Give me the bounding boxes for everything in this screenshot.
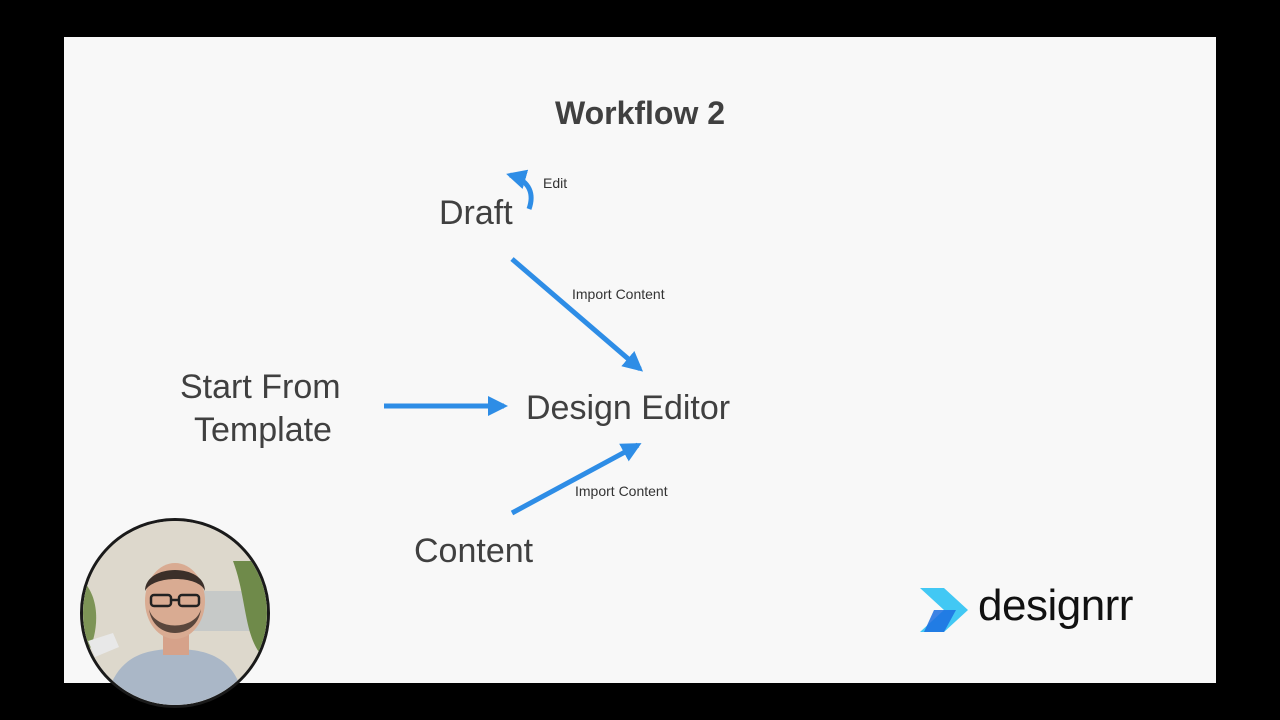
content-to-editor-arrow — [512, 445, 638, 513]
node-design-editor: Design Editor — [526, 391, 730, 425]
presenter-webcam-icon — [83, 521, 267, 705]
edge-label-import-from-content: Import Content — [575, 484, 668, 498]
draft-to-editor-arrow — [512, 259, 640, 369]
edge-label-edit: Edit — [543, 176, 567, 190]
edit-loop-arrow — [510, 175, 531, 209]
designrr-logo-text: designrr — [978, 584, 1133, 628]
node-draft: Draft — [439, 196, 513, 230]
node-content: Content — [414, 534, 533, 568]
edge-label-import-from-draft: Import Content — [572, 287, 665, 301]
presenter-webcam — [80, 518, 270, 708]
node-start-from-template-line1: Start From — [180, 370, 341, 404]
node-start-from-template-line2: Template — [194, 413, 332, 447]
